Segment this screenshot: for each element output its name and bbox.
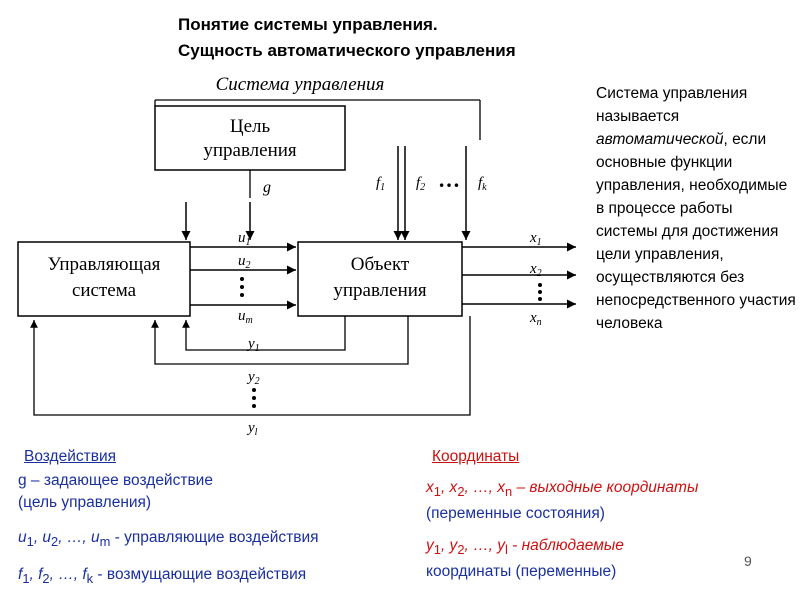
object-label-line-1: Объект (351, 254, 410, 275)
x-definition: x1, x2, …, xn – выходные координаты (пер… (426, 477, 698, 525)
control-action-arrows (190, 242, 296, 310)
title-line-2: Сущность автоматического управления (178, 41, 516, 60)
g-definition-line-1: g – задающее воздействие (18, 472, 213, 489)
goal-label-line-1: Цель (230, 116, 271, 137)
definition-text: Система управления называется автоматиче… (596, 82, 796, 335)
f2-label: f2 (416, 175, 425, 193)
y-definition-line-1: y1, y2, …, yl - наблюдаемые (426, 537, 624, 558)
y-definition-line-2: координаты (переменные) (426, 563, 617, 581)
g-definition: g – задающее воздействие (цель управлени… (18, 470, 213, 514)
yl-label: yl (246, 420, 258, 438)
u-dots (240, 277, 244, 297)
u-definition: u1, u2, …, um - управляющие воздействия (18, 529, 319, 550)
controller-label-line-2: система (72, 280, 137, 301)
y-dots (252, 388, 256, 408)
xn-label: xn (529, 310, 542, 328)
controller-box (17, 241, 191, 317)
control-system-diagram: Система управления Цель управления g Упр… (17, 74, 576, 438)
x-definition-line-2: (переменные состояния) (426, 505, 605, 523)
page-title: Понятие системы управления. Сущность авт… (178, 12, 516, 64)
page-number: 9 (744, 553, 752, 569)
controller-input-arrows (181, 202, 255, 240)
fk-label: fk (478, 175, 487, 193)
definition-part-1: Система управления называется (596, 85, 748, 125)
object-label-line-2: управления (333, 280, 427, 301)
system-frame (154, 99, 481, 140)
y2-label: y2 (246, 369, 260, 387)
x2-label: x2 (529, 261, 542, 279)
coordinates-header: Координаты (432, 448, 520, 465)
output-arrows (462, 242, 576, 309)
u1-label: u1 (238, 230, 251, 248)
disturbance-arrows (393, 146, 471, 240)
diagram-caption: Система управления (216, 74, 385, 95)
f-definition: f1, f2, …, fk - возмущающие воздействия (18, 566, 307, 587)
goal-box (154, 105, 346, 171)
feedback-lines (30, 316, 471, 416)
x-dots (538, 283, 542, 301)
definition-part-2: , если основные функции управления, необ… (596, 131, 796, 332)
u2-label: u2 (238, 253, 251, 271)
object-box (297, 241, 463, 317)
x-definition-line-1: x1, x2, …, xn – выходные координаты (426, 479, 699, 500)
y-definition: y1, y2, …, yl - наблюдаемые координаты (… (426, 535, 624, 583)
um-label: um (238, 308, 253, 326)
g-label: g (263, 179, 271, 196)
y1-label: y1 (246, 336, 260, 354)
definition-italic: автоматической (596, 131, 724, 148)
f1-label: f1 (376, 175, 385, 193)
x1-label: x1 (529, 230, 542, 248)
controller-label-line-1: Управляющая (48, 254, 161, 275)
goal-label-line-2: управления (203, 140, 297, 161)
title-line-1: Понятие системы управления. (178, 15, 438, 34)
influences-header: Воздействия (24, 448, 117, 465)
g-definition-line-2: (цель управления) (18, 494, 152, 511)
f-dots: … (438, 167, 460, 192)
